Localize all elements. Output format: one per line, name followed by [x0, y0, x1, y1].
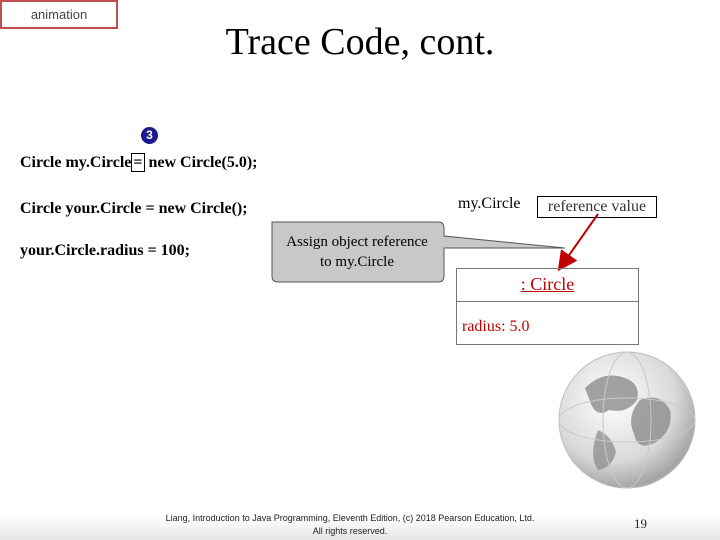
- callout-text-line-2: to my.Circle: [319, 254, 394, 270]
- callout-bubble: [271, 221, 566, 283]
- footer-line-1: Liang, Introduction to Java Programming,…: [165, 513, 535, 523]
- code-line-3: your.Circle.radius = 100;: [20, 242, 191, 259]
- callout-text: Assign object reference to my.Circle: [271, 232, 443, 272]
- footer-line-2: All rights reserved.: [312, 526, 388, 536]
- code-line-1-rhs: new Circle(5.0);: [144, 154, 258, 171]
- code-line-1-lhs: Circle my.Circle: [20, 154, 132, 171]
- object-box: [456, 268, 639, 345]
- reference-value-box: reference value: [537, 196, 657, 218]
- step-marker-badge: 3: [141, 127, 158, 144]
- slide-title: Trace Code, cont.: [225, 21, 495, 63]
- assignment-operator-highlight: =: [131, 153, 145, 172]
- object-box-field: radius: 5.0: [462, 318, 530, 335]
- footer-credit: Liang, Introduction to Java Programming,…: [140, 512, 560, 538]
- callout-text-line-1: Assign object reference: [286, 234, 428, 250]
- page-number: 19: [634, 516, 647, 531]
- code-line-2: Circle your.Circle = new Circle();: [20, 200, 248, 217]
- object-box-divider: [456, 301, 639, 302]
- code-line-1: Circle my.Circle= new Circle(5.0);: [20, 153, 258, 172]
- reference-arrow: [557, 213, 599, 272]
- animation-tag: animation: [0, 0, 118, 29]
- object-box-title: : Circle: [520, 274, 575, 294]
- reference-variable-name: my.Circle: [458, 195, 521, 212]
- footer-band: [0, 516, 720, 540]
